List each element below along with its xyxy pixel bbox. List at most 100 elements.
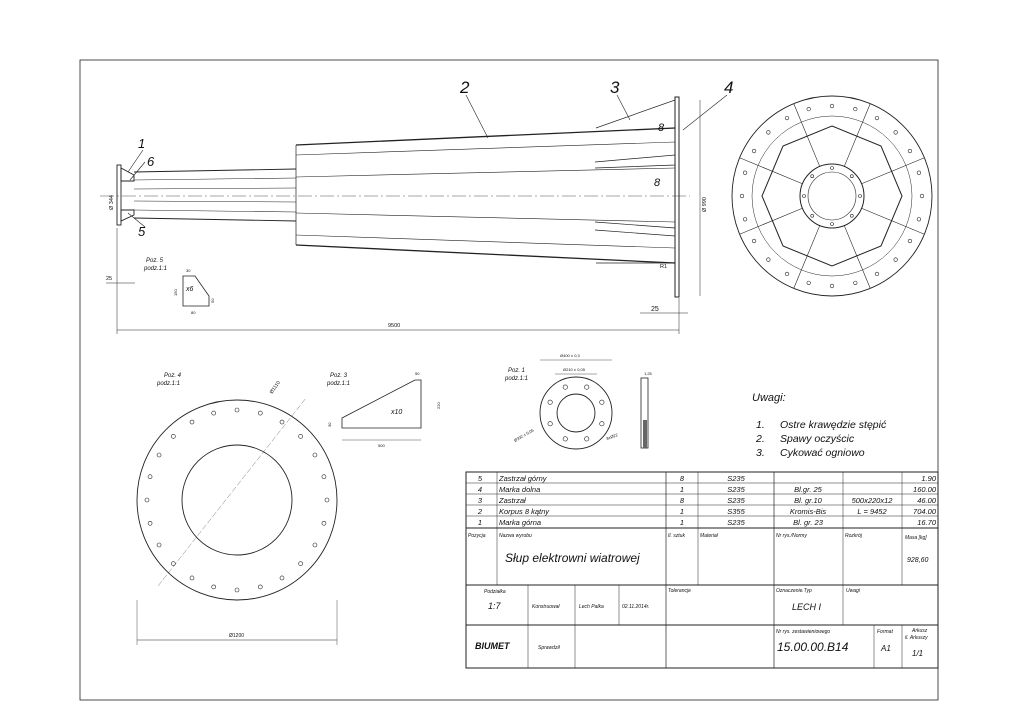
poz5-dim-bottom: 80 (191, 310, 196, 315)
poz4-bolt-hole (324, 497, 330, 503)
poz4-bolt-hole (321, 474, 327, 480)
poz4-bolt-circle: Ø1110 (269, 380, 282, 395)
top-bolt-hole (830, 222, 834, 226)
parts-cell-norm: Kromis-Bis (790, 507, 827, 516)
anchor-bolt-hole (874, 271, 880, 277)
poz4-bolt-hole (279, 419, 285, 425)
h-nazwa: Nazwa wyrobu (499, 533, 532, 539)
poz4-bolt-hole (147, 520, 153, 526)
anchor-bolt-hole (919, 193, 925, 199)
note-2-num: 2. (755, 433, 765, 445)
callout-8-mid: 8 (654, 177, 661, 189)
poz4-bolt-hole (156, 542, 162, 548)
end-view-stiffener (861, 207, 925, 235)
note-1-text: Ostre krawędzie stępić (780, 419, 887, 431)
h-szt: Il. sztuk (668, 533, 685, 539)
flange-offset-dim: 25 (651, 306, 659, 313)
right-diameter-dim: Ø 990 (702, 197, 708, 212)
parts-cell-qty: 1 (680, 518, 684, 527)
anchor-bolt-hole (766, 130, 771, 135)
poz5-scale: podz.1:1 (143, 266, 167, 272)
end-view-stiffener (739, 157, 803, 185)
anchor-bolt-hole (742, 217, 748, 222)
parts-cell-dims: L = 9452 (857, 507, 887, 516)
parts-cell-norm: Bl. gr. 23 (793, 518, 824, 527)
end-view-stiffener (793, 103, 821, 167)
poz1-outer: Ø400 ± 0,3 (560, 353, 581, 358)
callout-8-top: 8 (658, 122, 665, 134)
title-block-text: Pozycja Nazwa wyrobu Il. sztuk Materiał … (468, 533, 929, 658)
top-bolt-hole (810, 213, 815, 218)
anchor-bolt-hole (893, 257, 898, 262)
note-3-text: Cykować ogniowo (780, 447, 865, 459)
poz4-bolt-hole (257, 584, 263, 590)
note-1-num: 1. (756, 419, 765, 431)
tower-lower-edge (295, 244, 676, 264)
total-mass: 928,60 (907, 557, 929, 564)
h-arkusz: Arkusz (911, 628, 928, 634)
parts-cell-poz: 2 (477, 507, 483, 516)
poz1-bolt-hole (547, 421, 553, 427)
parts-cell-name: Zastrzał górny (498, 474, 548, 483)
scale-value: 1:7 (488, 601, 502, 611)
title-block (465, 471, 939, 669)
anchor-bolt-hole (874, 115, 880, 121)
parts-cell-qty: 8 (680, 496, 685, 505)
h-rozkroj: Rozkrój (845, 533, 863, 539)
anchor-bolt-hole (916, 217, 922, 222)
anchor-bolt-hole (751, 238, 757, 244)
tower-upper-edge (295, 127, 676, 146)
poz1-bolt-hole (562, 436, 568, 442)
anchor-bolt-hole (766, 257, 771, 262)
parts-cell-mat: S235 (727, 518, 745, 527)
anchor-bolt-hole (751, 148, 757, 154)
anchor-bolt-hole (853, 106, 858, 112)
poz3-dim-height: 220 (436, 402, 441, 409)
callout-leaders (127, 94, 728, 228)
poz4-bolt-hole (257, 410, 263, 416)
h-nr: Nr rys./Normy (776, 533, 807, 539)
h-podzialka: Podziałka (484, 589, 506, 595)
anchor-bolt-hole (739, 193, 745, 199)
poz1-bolt-hole (562, 384, 568, 390)
poz1-bolt-hole (599, 421, 605, 427)
top-bolt-hole (849, 174, 854, 179)
h-nr-zest: Nr rys. zestawieniowego (776, 629, 830, 635)
parts-cell-mass: 704.00 (913, 507, 937, 516)
anchor-bolt-hole (907, 148, 913, 154)
poz3-scale: podz.1:1 (326, 381, 350, 387)
end-view-stiffener (843, 225, 871, 289)
end-view-stiffener (843, 103, 871, 167)
sheet-number: 1/1 (912, 649, 923, 658)
parts-cell-norm: Bl.gr. 25 (794, 485, 822, 494)
poz5-title: Poz. 5 (146, 258, 164, 264)
poz3-detail: Poz. 3 podz.1:1 x10 50 220 500 30 (326, 371, 441, 448)
top-bolt-hole (830, 166, 834, 170)
poz4-bolt-hole (144, 497, 150, 503)
poz4-bolt-hole (156, 452, 162, 458)
poz3-qty: x10 (390, 409, 402, 416)
parts-cell-mass: 1.90 (921, 474, 936, 483)
anchor-bolt-hole (829, 283, 835, 289)
format-value: A1 (880, 644, 891, 653)
tower-end-view (731, 95, 933, 297)
top-bolt-hole (849, 213, 854, 218)
anchor-bolt-hole (907, 238, 913, 244)
parts-cell-mass: 160.00 (913, 485, 937, 494)
poz5-qty: x6 (185, 286, 194, 293)
fillet-dim: R1 (660, 264, 667, 270)
parts-cell-qty: 1 (680, 485, 684, 494)
base-flange (674, 96, 680, 298)
poz4-outer-dia: Ø1200 (229, 633, 244, 639)
main-dimensions (106, 100, 701, 334)
parts-cell-name: Marka górna (499, 518, 541, 527)
drawing-frame (79, 59, 939, 701)
poz4-title: Poz. 4 (164, 373, 182, 379)
poz5-dim-left: 150 (173, 289, 178, 296)
parts-cell-mat: S235 (727, 496, 745, 505)
top-bolt-hole (810, 174, 815, 179)
end-view-stiffener (793, 225, 821, 289)
oznaczenie-value: LECH I (792, 602, 822, 612)
